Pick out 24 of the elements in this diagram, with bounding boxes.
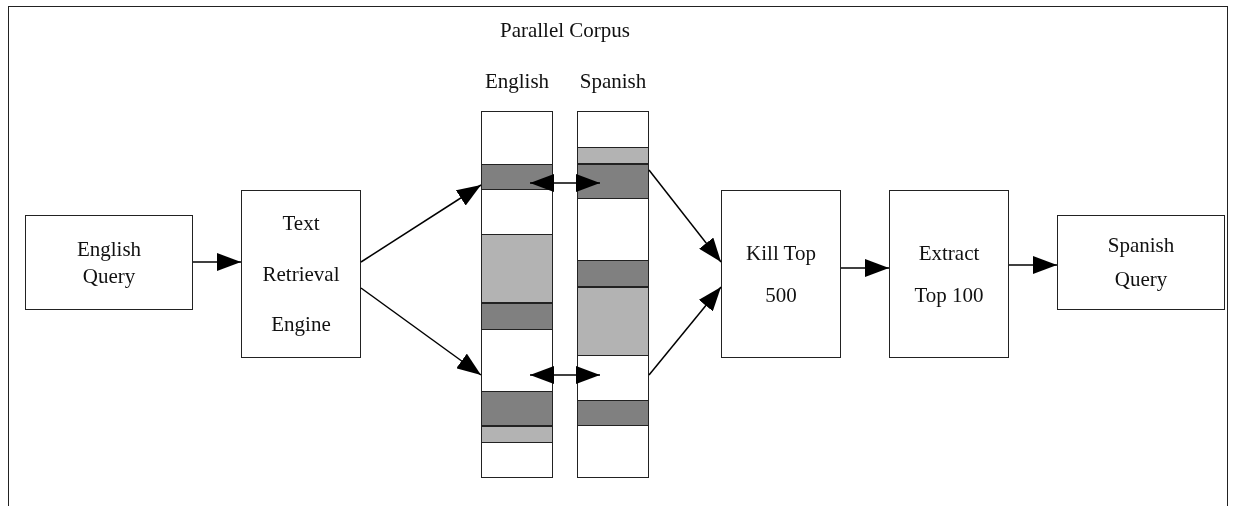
box-label: Kill Top 500 (745, 240, 817, 309)
box-label: Extract Top 100 (913, 240, 985, 309)
arrow (648, 169, 722, 263)
box-label: English Query (75, 236, 143, 289)
process-box (25, 215, 193, 310)
box-label: Text Retrieval Engine (261, 210, 341, 339)
process-box (241, 190, 361, 358)
arrow (1008, 256, 1058, 274)
corpus-title: Parallel Corpus (499, 18, 631, 43)
arrow (648, 286, 722, 376)
column-heading: Spanish (579, 69, 647, 94)
arrow (529, 174, 601, 192)
corpus-column (481, 111, 553, 478)
arrow (360, 287, 482, 376)
column-heading: English (484, 69, 550, 94)
arrow (192, 253, 242, 271)
process-box (721, 190, 841, 358)
arrow (360, 184, 482, 263)
corpus-column (577, 111, 649, 478)
process-box (1057, 215, 1225, 310)
process-box (889, 190, 1009, 358)
arrow (529, 366, 601, 384)
box-label: Spanish Query (1106, 231, 1176, 293)
arrow (840, 259, 890, 277)
